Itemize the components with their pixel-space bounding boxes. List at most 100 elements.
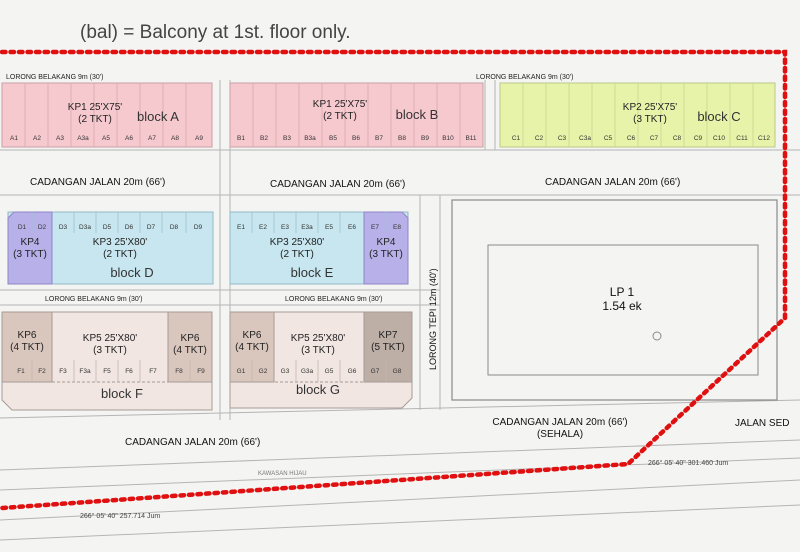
lot-label: B11 (465, 135, 476, 142)
road-label-lorong-belakang-top-left: LORONG BELAKANG 9m (30') (6, 74, 103, 81)
lot-label: A6 (125, 135, 133, 142)
lot-label: A2 (33, 135, 41, 142)
block-a: KP1 25'X75' (2 TKT) block A A1 A2 A3 A3a… (1, 82, 213, 148)
bearing-label-2: 266° 05' 40" 257.714 Jum (80, 512, 160, 520)
block-g-tkt: (3 TKT) (301, 345, 335, 356)
lot-label: D7 (147, 224, 156, 231)
lot-label: G3 (281, 368, 290, 375)
block-g-corner-tkt: (5 TKT) (371, 342, 405, 353)
block-f-end-type-left: KP6 (18, 330, 37, 341)
road-label-lorong-belakang-mid-right: LORONG BELAKANG 9m (30') (285, 296, 382, 303)
lot-label: E3 (281, 224, 289, 231)
lot-label: B6 (352, 135, 360, 142)
lot-label: E6 (348, 224, 356, 231)
lot-label: C11 (736, 135, 748, 142)
block-g-corner-type: KP7 (379, 330, 398, 341)
lot-label: E3a (301, 224, 313, 231)
lot-label: G1 (237, 368, 246, 375)
lot-label: F2 (38, 368, 46, 375)
lot-label: C3 (558, 135, 567, 142)
lot-label: E5 (325, 224, 333, 231)
lot-label: F7 (149, 368, 157, 375)
lot-label: G6 (348, 368, 357, 375)
block-c-label: block C (697, 109, 740, 124)
block-a-type: KP1 25'X75' (68, 102, 123, 113)
lot-label: A1 (10, 135, 18, 142)
lot-label: F9 (197, 368, 205, 375)
lot-label: C6 (627, 135, 636, 142)
lot-label: F8 (175, 368, 183, 375)
lot-label: G8 (393, 368, 402, 375)
block-f-end-tkt-right: (4 TKT) (173, 345, 207, 356)
lp1-area: 1.54 ek (602, 299, 642, 313)
lot-label: D2 (38, 224, 47, 231)
road-label-cadangan-jalan-bottom: CADANGAN JALAN 20m (66') (125, 437, 260, 448)
lot-label: C1 (512, 135, 521, 142)
lp1-label: LP 1 (610, 285, 635, 299)
lot-label: F3 (59, 368, 67, 375)
site-boundary (0, 49, 788, 511)
block-e: KP3 25'X80' (2 TKT) block E KP4 (3 TKT) … (229, 211, 409, 285)
block-f-tkt: (3 TKT) (93, 345, 127, 356)
lot-label: F6 (125, 368, 133, 375)
block-d-type: KP3 25'X80' (93, 237, 148, 248)
lot-label: G2 (259, 368, 268, 375)
lot-label: A9 (195, 135, 203, 142)
bearing-label-1: 266° 05' 40" 301.460 Jum (648, 459, 728, 467)
block-d: KP4 (3 TKT) KP3 25'X80' (2 TKT) block D … (7, 211, 214, 285)
road-label-lorong-belakang-top-right: LORONG BELAKANG 9m (30') (476, 74, 573, 81)
lot-label: B10 (442, 135, 454, 142)
lot-label: B7 (375, 135, 383, 142)
lot-label: F5 (103, 368, 111, 375)
lot-label: C12 (758, 135, 770, 142)
lot-label: E2 (259, 224, 267, 231)
road-label-cadangan-jalan-sehala: CADANGAN JALAN 20m (66') (492, 417, 627, 428)
block-a-tkt: (2 TKT) (78, 114, 112, 125)
lot-label: C7 (650, 135, 659, 142)
lot-label: D6 (125, 224, 134, 231)
block-b-tkt: (2 TKT) (323, 111, 357, 122)
lot-label: D9 (194, 224, 203, 231)
lot-label: B3a (304, 135, 316, 142)
lot-label: F3a (79, 368, 91, 375)
lot-label: B1 (237, 135, 245, 142)
lot-label: A3 (56, 135, 64, 142)
lot-label: A5 (102, 135, 110, 142)
block-g-end-type: KP6 (243, 330, 262, 341)
block-b: KP1 25'X75' (2 TKT) block B B1 B2 B3 B3a… (229, 82, 484, 148)
block-a-label: block A (137, 109, 179, 124)
block-e-type: KP3 25'X80' (270, 237, 325, 248)
lot-label: A7 (148, 135, 156, 142)
lot-label: C9 (694, 135, 703, 142)
lot-label: A3a (77, 135, 89, 142)
block-e-corner-tkt: (3 TKT) (369, 249, 403, 260)
lot-label: C10 (713, 135, 725, 142)
block-d-corner-type: KP4 (21, 237, 40, 248)
road-label-jalan-sed: JALAN SED (735, 418, 789, 429)
block-g-end-tkt: (4 TKT) (235, 342, 269, 353)
block-d-corner-tkt: (3 TKT) (13, 249, 47, 260)
lot-label: D5 (103, 224, 112, 231)
block-a-lot-dividers (24, 83, 187, 147)
lot-label: G5 (325, 368, 334, 375)
lot-label: B8 (398, 135, 406, 142)
lot-label: A8 (171, 135, 179, 142)
block-e-tkt: (2 TKT) (280, 249, 314, 260)
block-f-end-type-right: KP6 (181, 333, 200, 344)
lot-label: B9 (421, 135, 429, 142)
road-label-lorong-tepi: LORONG TEPI 12m (40') (428, 268, 438, 370)
lot-label: B3 (283, 135, 291, 142)
road-label-lorong-belakang-mid-left: LORONG BELAKANG 9m (30') (45, 296, 142, 303)
lot-label: B2 (260, 135, 268, 142)
block-b-type: KP1 25'X75' (313, 99, 368, 110)
lot-label: C8 (673, 135, 682, 142)
road-label-cadangan-jalan-3: CADANGAN JALAN 20m (66') (545, 177, 680, 188)
lp1-lot: LP 1 1.54 ek (451, 199, 778, 401)
block-c-tkt: (3 TKT) (633, 114, 667, 125)
lot-label: E1 (237, 224, 245, 231)
block-g: KP6 (4 TKT) KP5 25'X80' (3 TKT) KP7 (5 T… (229, 311, 413, 409)
lot-label: E8 (393, 224, 401, 231)
lot-label: C2 (535, 135, 544, 142)
block-a-lots: A1 A2 A3 A3a A5 A6 A7 A8 A9 (10, 135, 203, 142)
